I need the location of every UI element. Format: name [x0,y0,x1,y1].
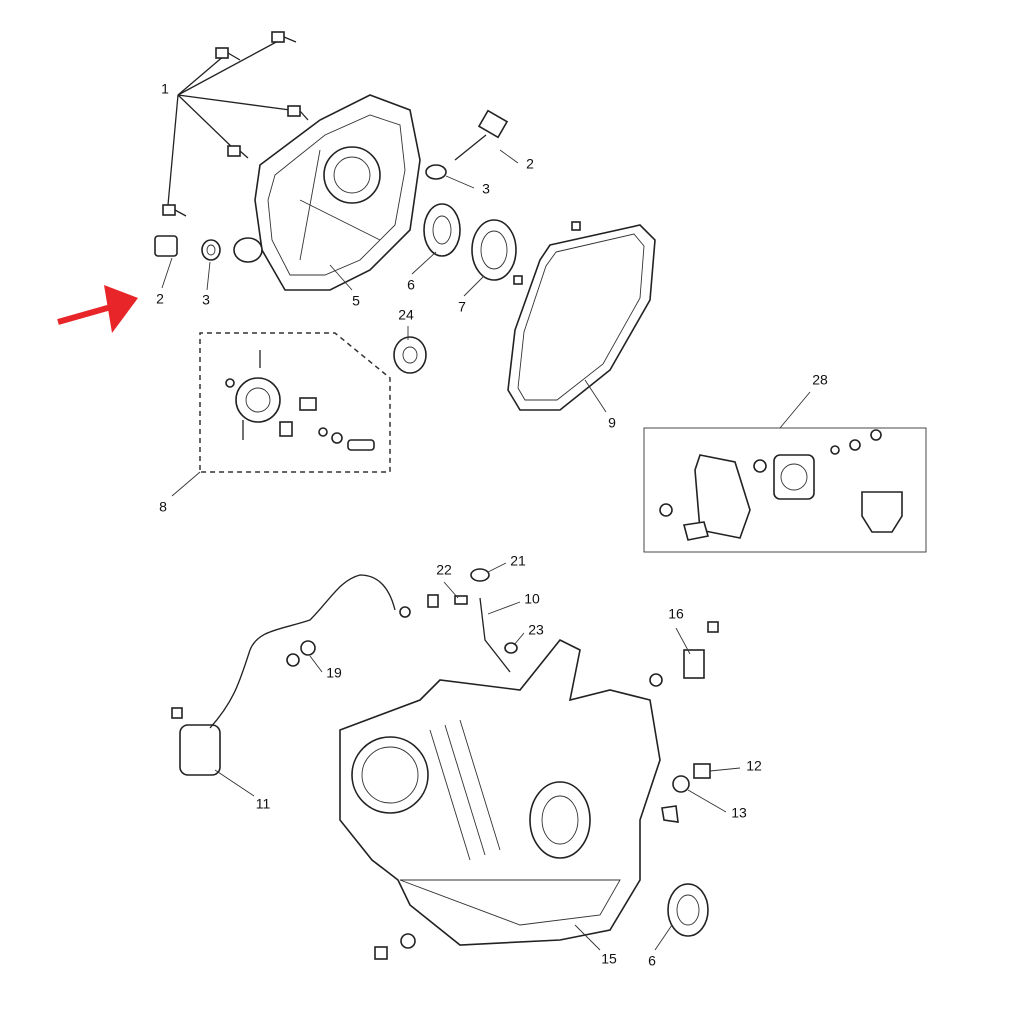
callout-15: 15 [601,951,617,967]
small-parts [286,568,719,823]
callout-8: 8 [159,499,167,515]
drain-plug [154,235,221,261]
callout-9: 9 [608,415,616,431]
callout-5: 5 [352,293,360,309]
leader-lines [161,149,811,951]
callout-2: 2 [526,156,534,172]
callout-12: 12 [746,758,762,774]
bolts-1 [162,31,309,217]
gasket [507,224,656,411]
gasket-kit [643,427,927,553]
callout-24: 24 [398,307,414,323]
callout-23: 23 [528,622,544,638]
callout-6b: 6 [648,953,656,969]
ignition-coil [171,574,439,776]
callout-13: 13 [731,805,747,821]
callout-10: 10 [524,591,540,607]
callout-1: 1 [161,81,169,97]
callout-3: 3 [482,181,490,197]
governor-assembly [199,332,391,473]
bearings [393,203,581,374]
callout-19: 19 [326,665,342,681]
callout-3b: 3 [202,292,210,308]
crankcase-cover [233,94,421,291]
oil-dipstick-top [425,109,509,180]
callout-28: 28 [812,372,828,388]
callout-16: 16 [668,606,684,622]
callout-2-highlighted: 2 [156,291,164,307]
highlight-arrow [57,285,138,333]
callout-labels: 1 2 3 2 3 5 6 7 24 9 28 8 21 22 10 23 16… [156,81,828,969]
engine-block [339,638,709,960]
callout-22: 22 [436,562,452,578]
callout-6: 6 [407,277,415,293]
callout-21: 21 [510,553,526,569]
callout-7: 7 [458,299,466,315]
callout-11: 11 [256,796,271,812]
